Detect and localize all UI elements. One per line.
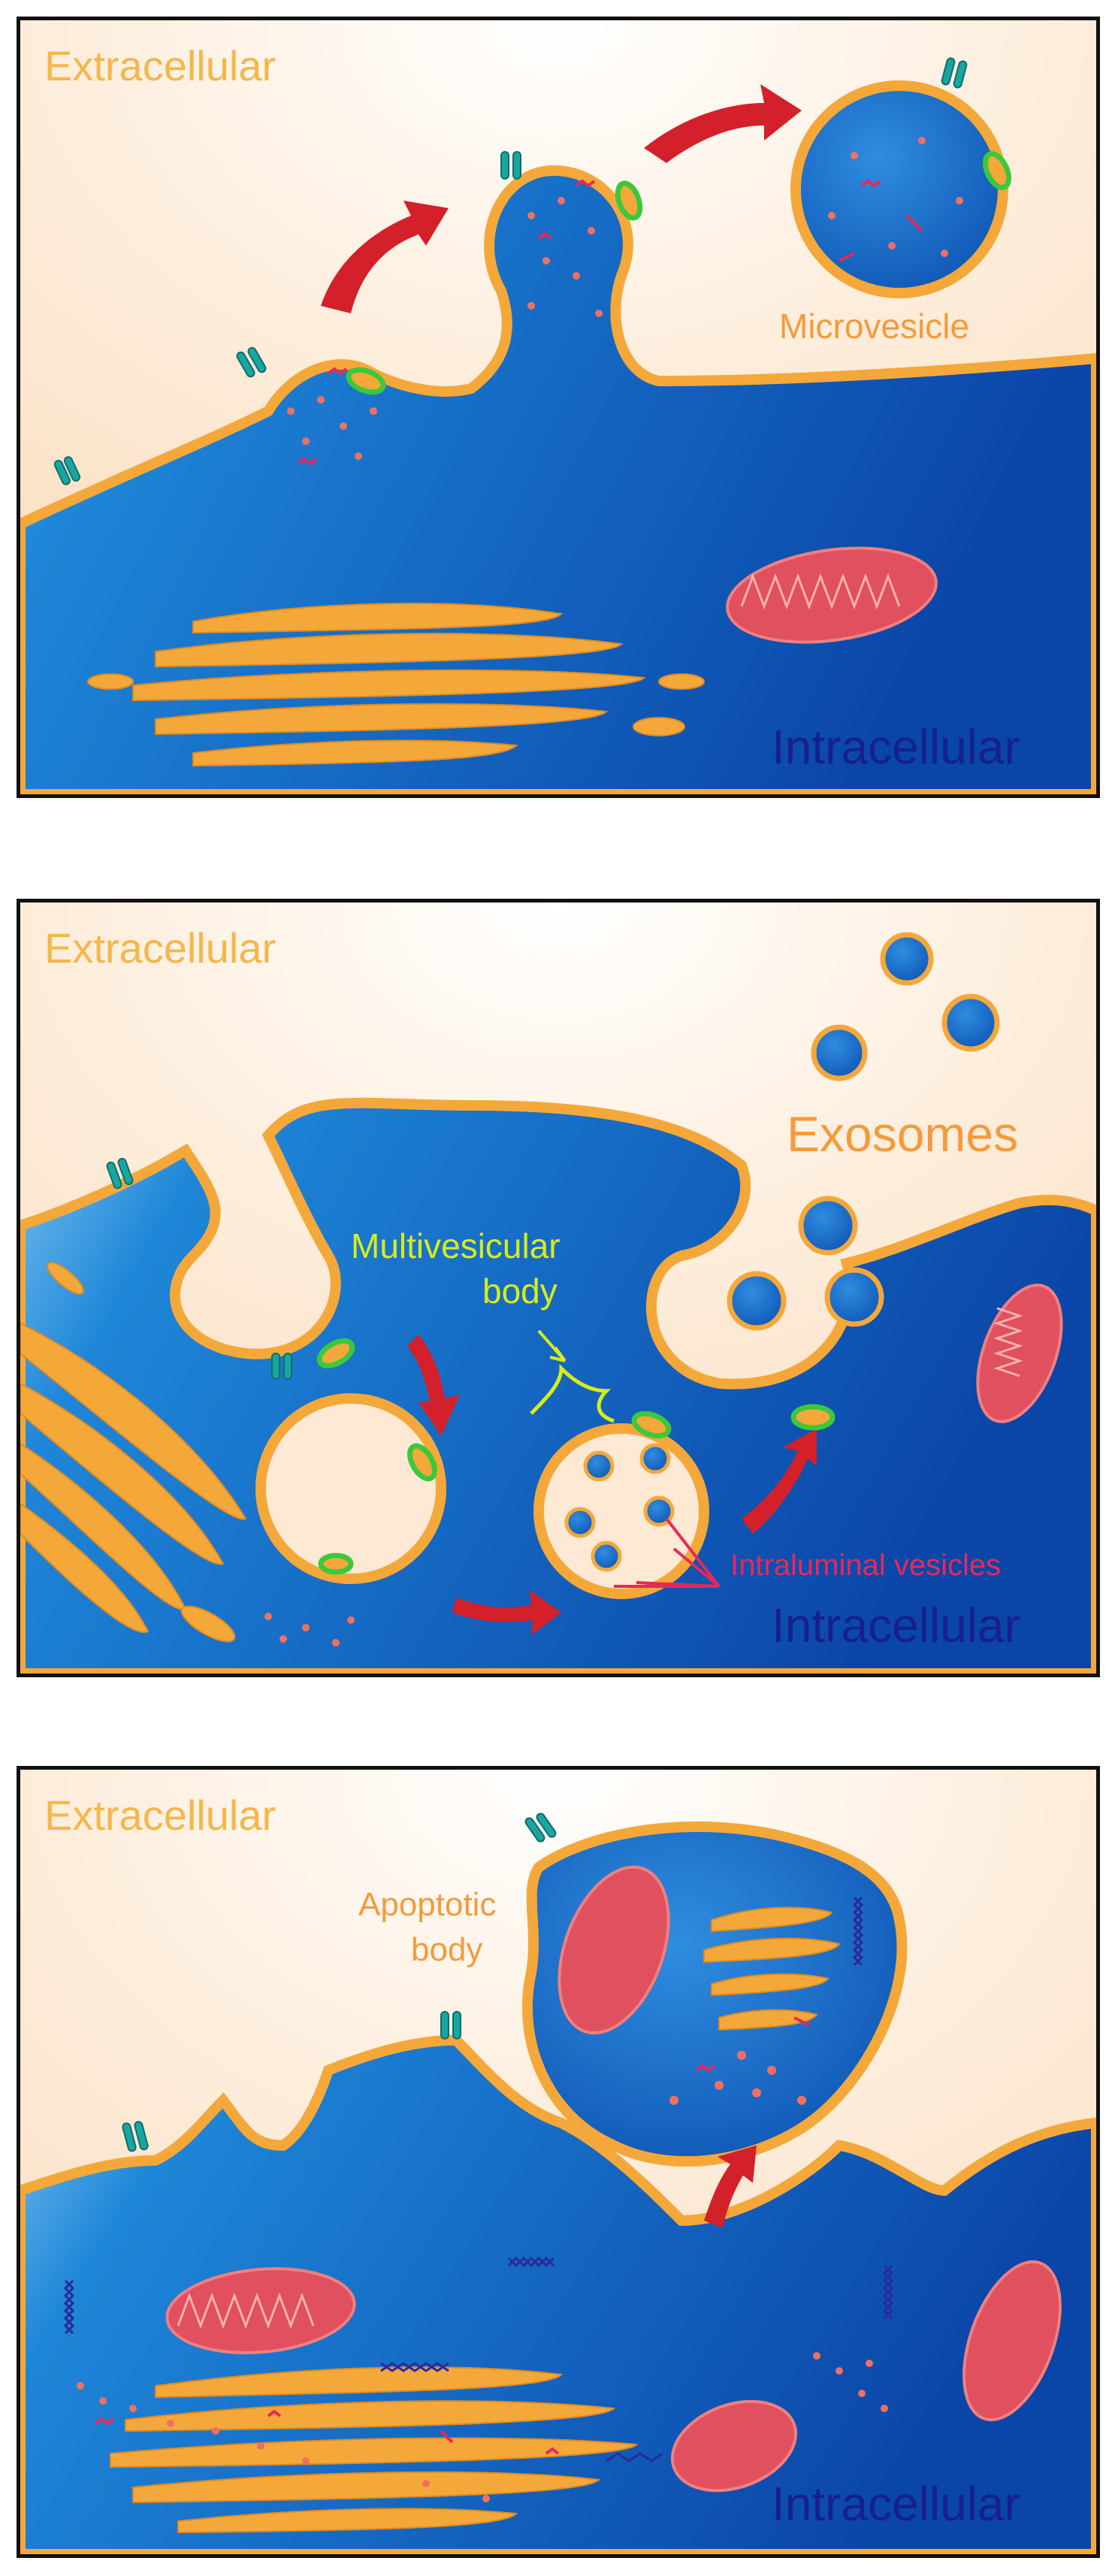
ilv-pointers — [614, 1517, 721, 1588]
label-extracellular: Extracellular — [44, 924, 276, 972]
label-exosomes: Exosomes — [787, 1106, 1019, 1162]
receptor-icon — [122, 1813, 557, 2152]
mitochondrion-icon — [165, 1865, 1062, 2493]
label-microvesicle: Microvesicle — [779, 307, 970, 346]
budding-arrow-1 — [321, 201, 449, 313]
label-multivesicular-body-line2: body — [482, 1271, 558, 1311]
label-apoptotic-body-line2: body — [411, 1931, 483, 1968]
golgi-apparatus — [87, 603, 705, 767]
arrow-fusion — [742, 1429, 817, 1534]
mvb-brace — [530, 1363, 615, 1423]
cargo-dots — [264, 1613, 355, 1646]
arrow-maturation — [452, 1590, 561, 1635]
mvb-pointer — [537, 1329, 567, 1362]
panel-microvesicle: Extracellular Microvesicle Intracellular — [17, 17, 1100, 798]
golgi-apparatus — [110, 1906, 841, 2534]
dna-fragment-icon — [63, 1896, 894, 2463]
early-endosome — [255, 1393, 446, 1584]
label-multivesicular-body-line1: Multivesicular — [351, 1226, 561, 1265]
membrane-protein-icon — [346, 151, 1012, 395]
arrow-endocytosis — [407, 1335, 460, 1436]
mitochondrion-icon — [976, 1283, 1063, 1423]
label-intracellular: Intracellular — [772, 2477, 1020, 2531]
microvesicle — [790, 80, 1008, 298]
rna-squiggles — [94, 2016, 810, 2455]
panel-exosomes: Extracellular Exosomes Multivesicular bo… — [17, 899, 1100, 1677]
cargo-dots — [77, 2051, 888, 2502]
receptor-icon — [53, 57, 968, 485]
label-intracellular: Intracellular — [772, 720, 1020, 774]
membrane-protein-icon — [316, 1338, 835, 1575]
cargo-dots — [287, 137, 963, 460]
mitochondrion-icon — [726, 546, 938, 644]
intraluminal-vesicle-icon — [564, 1443, 675, 1572]
label-intraluminal-vesicles: Intraluminal vesicles — [730, 1549, 1002, 1582]
exosome-icon — [727, 932, 1000, 1331]
label-apoptotic-body-line1: Apoptotic — [358, 1886, 497, 1923]
multivesicular-body — [533, 1423, 709, 1599]
receptor-icon — [106, 1157, 292, 1380]
label-extracellular: Extracellular — [44, 42, 276, 89]
microvesicle-diagram — [20, 20, 1096, 794]
rna-squiggles — [297, 179, 923, 466]
apoptotic-body-diagram — [20, 1770, 1096, 2554]
budding-arrow-2 — [644, 84, 802, 163]
panel-apoptotic-body: Extracellular Apoptotic body Intracellul… — [17, 1766, 1100, 2558]
arrow-release — [704, 2145, 757, 2228]
label-extracellular: Extracellular — [44, 1791, 276, 1839]
golgi-apparatus — [20, 1262, 247, 1643]
exosome-diagram — [20, 903, 1096, 1673]
label-intracellular: Intracellular — [772, 1598, 1020, 1652]
